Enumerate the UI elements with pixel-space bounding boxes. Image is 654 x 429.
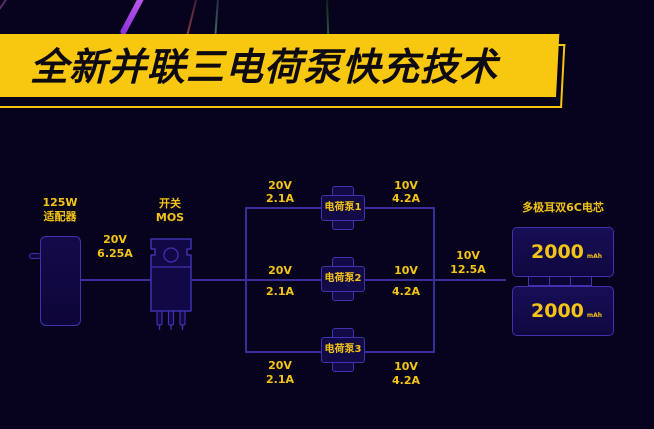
charge-pump-1-label: 电荷泵1 bbox=[324, 202, 362, 213]
pump-2-in-current: 2.1A bbox=[266, 285, 294, 298]
cell-connector-3 bbox=[570, 276, 592, 286]
pump-2-out-voltage: 10V bbox=[394, 264, 418, 277]
decorative-streak-purple bbox=[119, 0, 146, 36]
switch-type-label: MOS bbox=[155, 211, 185, 224]
cell-connector-2 bbox=[549, 276, 571, 286]
switch-label: 开关 bbox=[159, 197, 181, 210]
combined-output-voltage: 10V bbox=[456, 249, 480, 262]
cell-connector-1 bbox=[528, 276, 550, 286]
pump-1-out-voltage: 10V bbox=[394, 179, 418, 192]
charge-pump-3: 电荷泵3 bbox=[321, 328, 365, 372]
adapter-output-voltage: 20V bbox=[103, 233, 127, 246]
adapter-output-current: 6.25A bbox=[97, 247, 133, 260]
pump-3-in-voltage: 20V bbox=[268, 359, 292, 372]
adapter-icon bbox=[40, 236, 81, 326]
pump-3-out-voltage: 10V bbox=[394, 360, 418, 373]
mos-transistor-icon bbox=[150, 238, 192, 330]
pump-2-out-current: 4.2A bbox=[392, 285, 420, 298]
decorative-streak-dim bbox=[186, 0, 198, 36]
wire-mos-to-bus bbox=[192, 279, 245, 281]
adapter-name-label: 适配器 bbox=[43, 210, 77, 223]
pump-2-in-voltage: 20V bbox=[268, 264, 292, 277]
battery-cell-1-value: 2000 bbox=[531, 241, 584, 263]
wire-adapter-to-mos bbox=[81, 279, 151, 281]
charge-pump-2-label: 电荷泵2 bbox=[324, 273, 362, 284]
decorative-streak-left bbox=[0, 0, 8, 14]
pump-1-in-current: 2.1A bbox=[266, 192, 294, 205]
decorative-streak-green-2 bbox=[326, 0, 329, 36]
pump-1-in-voltage: 20V bbox=[268, 179, 292, 192]
page-title: 全新并联三电荷泵快充技术 bbox=[30, 45, 499, 89]
decorative-streak-green bbox=[214, 0, 219, 35]
combined-output-current: 12.5A bbox=[450, 263, 486, 276]
charge-pump-2: 电荷泵2 bbox=[321, 257, 365, 301]
pump-3-in-current: 2.1A bbox=[266, 373, 294, 386]
charge-pump-3-label: 电荷泵3 bbox=[324, 344, 362, 355]
battery-cell-1-unit: mAh bbox=[586, 253, 603, 260]
pump-3-out-current: 4.2A bbox=[392, 374, 420, 387]
plug-icon bbox=[29, 253, 41, 259]
battery-title: 多极耳双6C电芯 bbox=[522, 201, 604, 214]
adapter-power-label: 125W bbox=[42, 196, 78, 209]
pump-1-out-current: 4.2A bbox=[392, 192, 420, 205]
charge-pump-1: 电荷泵1 bbox=[321, 186, 365, 230]
battery-cell-2-value: 2000 bbox=[531, 300, 584, 322]
battery-cell-2-unit: mAh bbox=[586, 312, 603, 319]
wire-bus-to-battery bbox=[434, 279, 506, 281]
